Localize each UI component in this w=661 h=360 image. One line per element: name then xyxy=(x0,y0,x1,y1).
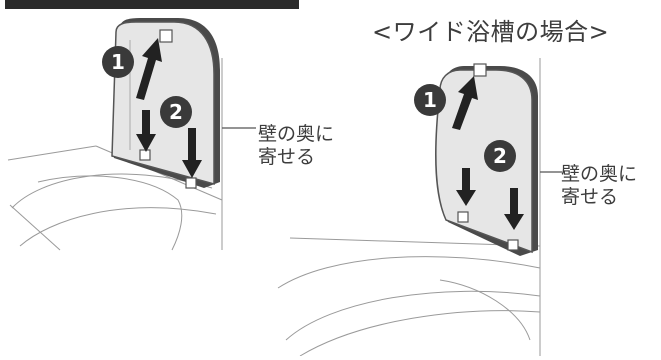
left-instruction-label: 壁の奥に 寄せる xyxy=(258,123,334,169)
right-arrows xyxy=(452,76,524,230)
instruction-line-2: 寄せる xyxy=(561,186,619,208)
step-badge-2: 2 xyxy=(169,100,183,124)
step-badge-1: 1 xyxy=(423,88,437,112)
left-arrows xyxy=(136,38,202,178)
instruction-line-2: 寄せる xyxy=(258,146,316,168)
step-badge-1: 1 xyxy=(111,50,125,74)
left-step-badges: 1 2 xyxy=(102,46,192,128)
right-step-badges: 1 2 xyxy=(414,84,516,172)
instruction-line-1: 壁の奥に xyxy=(258,123,335,145)
wide-tub-title: <ワイド浴槽の場合> xyxy=(372,18,610,46)
step-badge-2: 2 xyxy=(493,144,507,168)
header-bar xyxy=(5,0,299,9)
instruction-line-1: 壁の奥に xyxy=(561,163,638,185)
right-tub-scene xyxy=(277,58,541,357)
right-instruction-label: 壁の奥に 寄せる xyxy=(561,163,637,209)
